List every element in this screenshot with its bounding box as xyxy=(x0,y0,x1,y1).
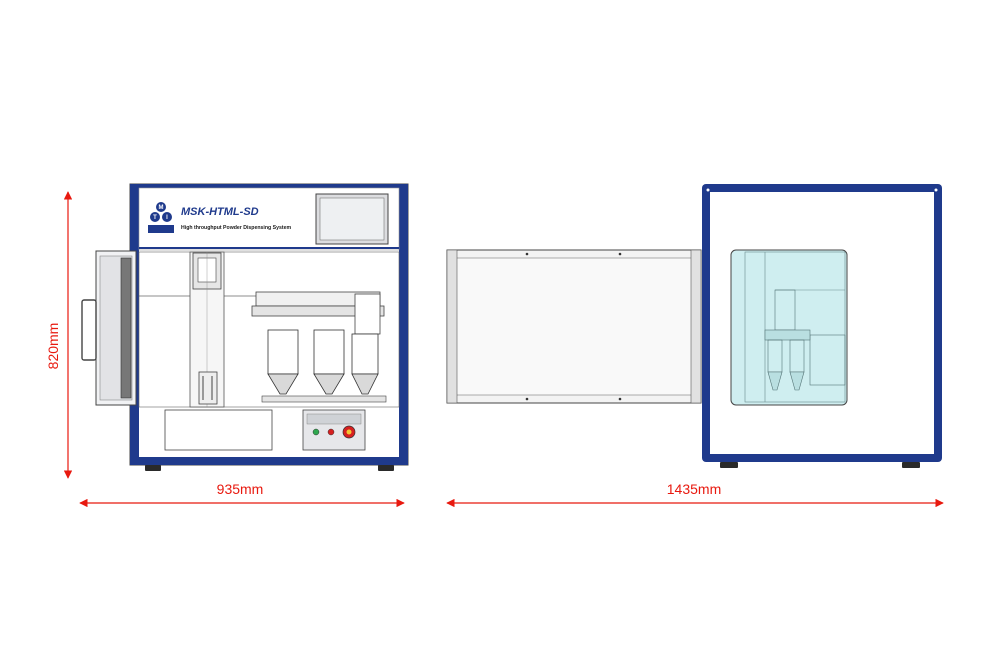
logo-letter-top: M xyxy=(159,205,164,211)
front-right-pillar xyxy=(399,184,408,465)
logo-letter-right: I xyxy=(166,215,168,221)
logo-circle-right xyxy=(162,212,172,222)
dimension-front-width: 935mm xyxy=(79,481,405,508)
front-view: M T I MSK-HTML-SD High throughput Powder… xyxy=(81,183,409,471)
front-top-rail xyxy=(130,184,408,188)
side-window xyxy=(730,249,848,406)
control-panel xyxy=(302,409,366,451)
logo-letter-left: T xyxy=(153,215,157,221)
side-foot-right xyxy=(902,462,920,468)
height-label: 820mm xyxy=(45,323,61,370)
front-width-label: 935mm xyxy=(217,481,264,497)
dispensing-gantry xyxy=(189,251,225,408)
side-depth-label: 1435mm xyxy=(667,481,721,497)
front-foot-left xyxy=(145,465,161,471)
logo-circle-top xyxy=(156,202,166,212)
side-door-open xyxy=(446,249,702,404)
door-handle xyxy=(81,299,97,361)
front-lower-panel xyxy=(164,409,273,451)
dimension-side-depth: 1435mm xyxy=(446,481,944,508)
dimension-height: 820mm xyxy=(45,191,73,479)
front-foot-right xyxy=(378,465,394,471)
red-button xyxy=(327,428,335,436)
front-bottom-rail xyxy=(130,457,408,465)
side-foot-left xyxy=(720,462,738,468)
green-button xyxy=(312,428,320,436)
brand-logo: M T I xyxy=(148,202,174,233)
model-subtitle: High throughput Powder Dispensing System xyxy=(181,225,291,231)
front-door-open xyxy=(81,250,137,406)
side-view xyxy=(446,184,942,468)
model-name: MSK-HTML-SD xyxy=(181,206,259,218)
powder-hoppers xyxy=(251,291,387,403)
logo-circle-left xyxy=(150,212,160,222)
